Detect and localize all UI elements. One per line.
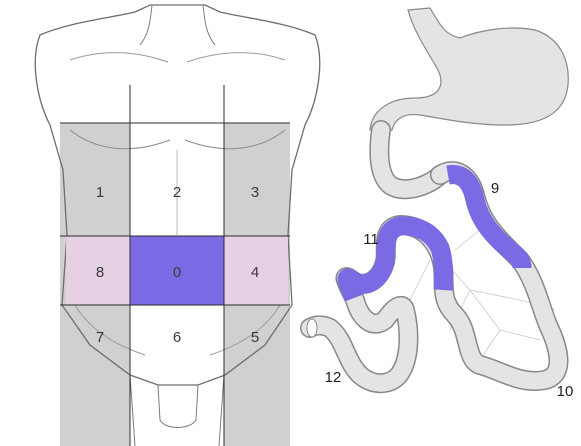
segment-label-9: 9: [491, 180, 499, 197]
region-label-3: 3: [251, 184, 259, 201]
region-label-8: 8: [96, 264, 104, 281]
intestine-figure: 9 10 11 12: [307, 8, 573, 400]
region-label-2: 2: [173, 184, 181, 201]
intestine-open-end: [307, 319, 317, 337]
neck-outline: [140, 5, 215, 45]
region-label-0: 0: [173, 264, 181, 281]
segment-label-11: 11: [363, 231, 379, 248]
region-label-5: 5: [251, 329, 259, 346]
region-label-4: 4: [251, 264, 259, 281]
region-label-7: 7: [96, 329, 104, 346]
segment-label-12: 12: [325, 369, 342, 386]
stomach: [370, 8, 568, 130]
segment-9-highlight: [448, 175, 522, 268]
region-label-6: 6: [173, 329, 181, 346]
region-label-1: 1: [96, 184, 104, 201]
torso-figure: 1 2 3 8 0 4 7 6 5: [35, 5, 319, 446]
segment-label-10: 10: [557, 383, 574, 400]
clavicle-lines: [70, 53, 285, 62]
